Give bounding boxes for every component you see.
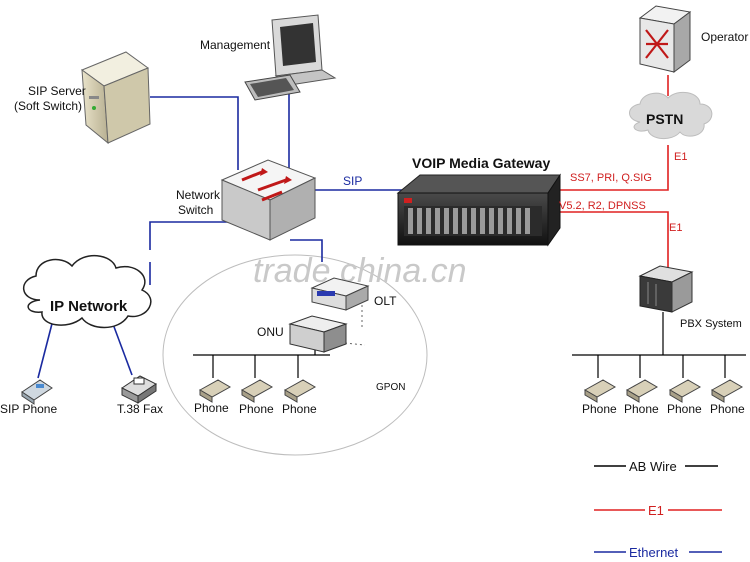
pbx-phone-icon xyxy=(583,379,617,403)
soft-switch-label: (Soft Switch) xyxy=(14,99,82,113)
phone-label: Phone xyxy=(667,402,702,416)
e1-bottom-label: E1 xyxy=(669,222,682,234)
pbx-phone-icon xyxy=(710,379,744,403)
phone-label: Phone xyxy=(282,402,317,416)
legend-item-ethernet: Ethernet xyxy=(594,545,722,560)
onu-label: ONU xyxy=(257,325,284,339)
management-label: Management xyxy=(200,38,271,52)
gpon-area xyxy=(162,254,428,456)
fax-icon xyxy=(121,375,157,404)
e1-links xyxy=(540,75,669,268)
olt-icon xyxy=(310,277,370,311)
network-switch-label-2: Switch xyxy=(178,203,213,217)
phone-label: Phone xyxy=(194,401,229,415)
legend-label: Ethernet xyxy=(629,545,679,560)
phone-label: Phone xyxy=(710,402,745,416)
gpon-phone-icon xyxy=(240,379,274,403)
ip-network-cloud-icon xyxy=(23,255,152,329)
pbx-phone-icon xyxy=(668,379,702,403)
legend-label: E1 xyxy=(648,503,664,518)
sip-link-label: SIP xyxy=(343,174,362,188)
pbx-system-icon xyxy=(638,265,694,313)
legend-item-e1: E1 xyxy=(594,503,722,518)
ss7-label: SS7, PRI, Q.SIG xyxy=(570,172,652,184)
sip-phone-label: SIP Phone xyxy=(0,402,57,416)
fax-label: T.38 Fax xyxy=(117,402,163,416)
legend: AB Wire E1 Ethernet xyxy=(594,459,722,560)
voip-gateway-rack-icon xyxy=(396,173,561,247)
pbx-phone-icon xyxy=(625,379,659,403)
pstn-label: PSTN xyxy=(646,111,683,127)
onu-icon xyxy=(288,315,348,353)
olt-label: OLT xyxy=(374,294,397,308)
gpon-phone-icon xyxy=(283,379,317,403)
sip-server-label: SIP Server xyxy=(28,84,86,98)
ethernet-links xyxy=(37,92,408,379)
phone-label: Phone xyxy=(624,402,659,416)
network-switch-label-1: Network xyxy=(176,188,221,202)
gpon-label: GPON xyxy=(376,382,405,393)
phone-label: Phone xyxy=(582,402,617,416)
ip-network-label: IP Network xyxy=(50,298,128,315)
ab-wire-links xyxy=(193,312,746,378)
e1-top-label: E1 xyxy=(674,151,687,163)
legend-item-ab-wire: AB Wire xyxy=(594,459,718,474)
pstn-cloud-icon xyxy=(629,91,713,139)
operator-label: Operator xyxy=(701,30,748,44)
v52-label: V5.2, R2, DPNSS xyxy=(559,200,646,212)
gateway-title: VOIP Media Gateway xyxy=(412,155,550,171)
management-pc-icon xyxy=(244,14,337,101)
onu-olt-link xyxy=(344,305,366,346)
phone-label: Phone xyxy=(239,402,274,416)
sip-server-icon xyxy=(80,51,151,145)
gpon-phone-icon xyxy=(198,379,232,403)
network-switch-icon xyxy=(220,159,317,241)
operator-router-icon xyxy=(638,5,692,73)
pbx-label: PBX System xyxy=(680,318,742,330)
legend-label: AB Wire xyxy=(629,459,677,474)
sip-phone-icon xyxy=(21,379,53,405)
